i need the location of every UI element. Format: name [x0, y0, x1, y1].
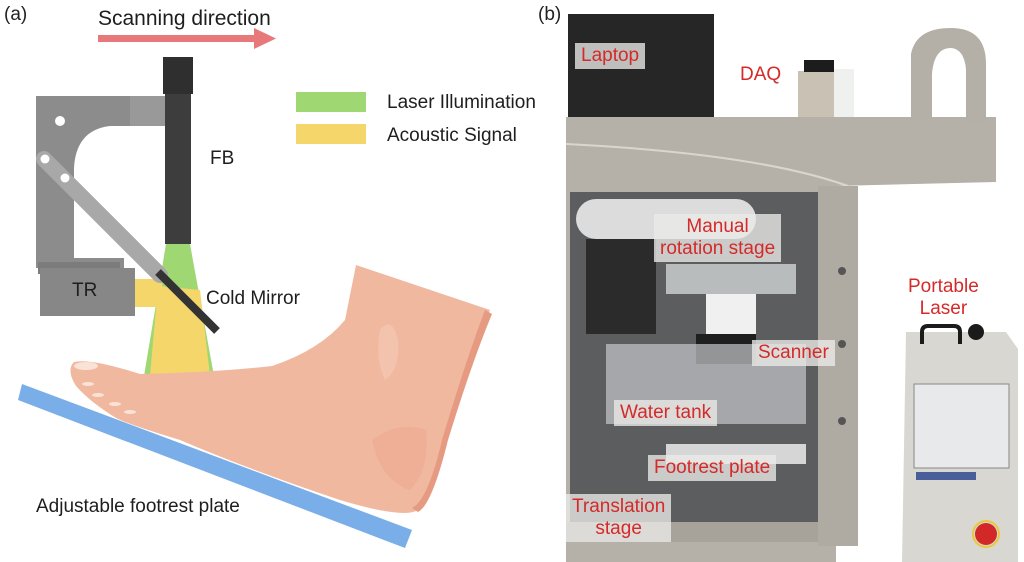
fiber-bundle-label: FB	[210, 148, 235, 169]
portable-laser-unit	[902, 324, 1018, 562]
water-tank-label: Water tank	[614, 400, 718, 426]
portable-laser-label-line1: Portable	[908, 276, 979, 297]
cart-handle	[911, 28, 986, 122]
cold-mirror-label: Cold Mirror	[206, 288, 300, 309]
portable-laser-label: Portable Laser	[902, 274, 985, 322]
scanner-label: Scanner	[752, 340, 835, 366]
legend-swatch-acoustic	[296, 124, 366, 144]
scanning-direction-arrow	[98, 28, 276, 49]
translation-stage-label-line2: stage	[595, 517, 642, 539]
transducer	[38, 262, 135, 316]
legend-label-laser: Laser Illumination	[387, 92, 536, 113]
foot-illustration	[70, 265, 492, 513]
mount-bracket	[36, 96, 166, 268]
laptop-label: Laptop	[575, 43, 646, 69]
setup-schematic	[18, 28, 492, 548]
daq-label: DAQ	[740, 64, 782, 85]
legend-label-acoustic: Acoustic Signal	[387, 125, 517, 146]
rotation-stage-label: Manual rotation stage	[654, 214, 782, 262]
footrest-plate	[18, 384, 412, 548]
fiber-bundle	[163, 57, 193, 244]
footrest-plate-label: Adjustable footrest plate	[36, 496, 240, 517]
rotation-stage-label-line2: rotation stage	[660, 237, 776, 259]
footrest-plate-photo-label: Footrest plate	[648, 455, 777, 481]
translation-stage-label-line1: Translation	[572, 496, 666, 517]
panel-a-label: (a)	[4, 4, 28, 25]
translation-stage-label: Translation stage	[566, 494, 672, 542]
scanning-direction-label: Scanning direction	[98, 7, 271, 30]
legend-swatch-laser	[296, 92, 366, 112]
transducer-label: TR	[72, 280, 98, 301]
mirror-arm	[36, 151, 168, 283]
setup-photo: Laptop DAQ Manual rotation stage Scanner…	[566, 14, 1024, 562]
portable-laser-label-line2: Laser	[919, 297, 968, 319]
cold-mirror	[155, 269, 220, 334]
daq-shape	[798, 71, 836, 121]
rotation-stage-label-line1: Manual	[686, 216, 749, 237]
panel-b-label: (b)	[538, 4, 562, 25]
